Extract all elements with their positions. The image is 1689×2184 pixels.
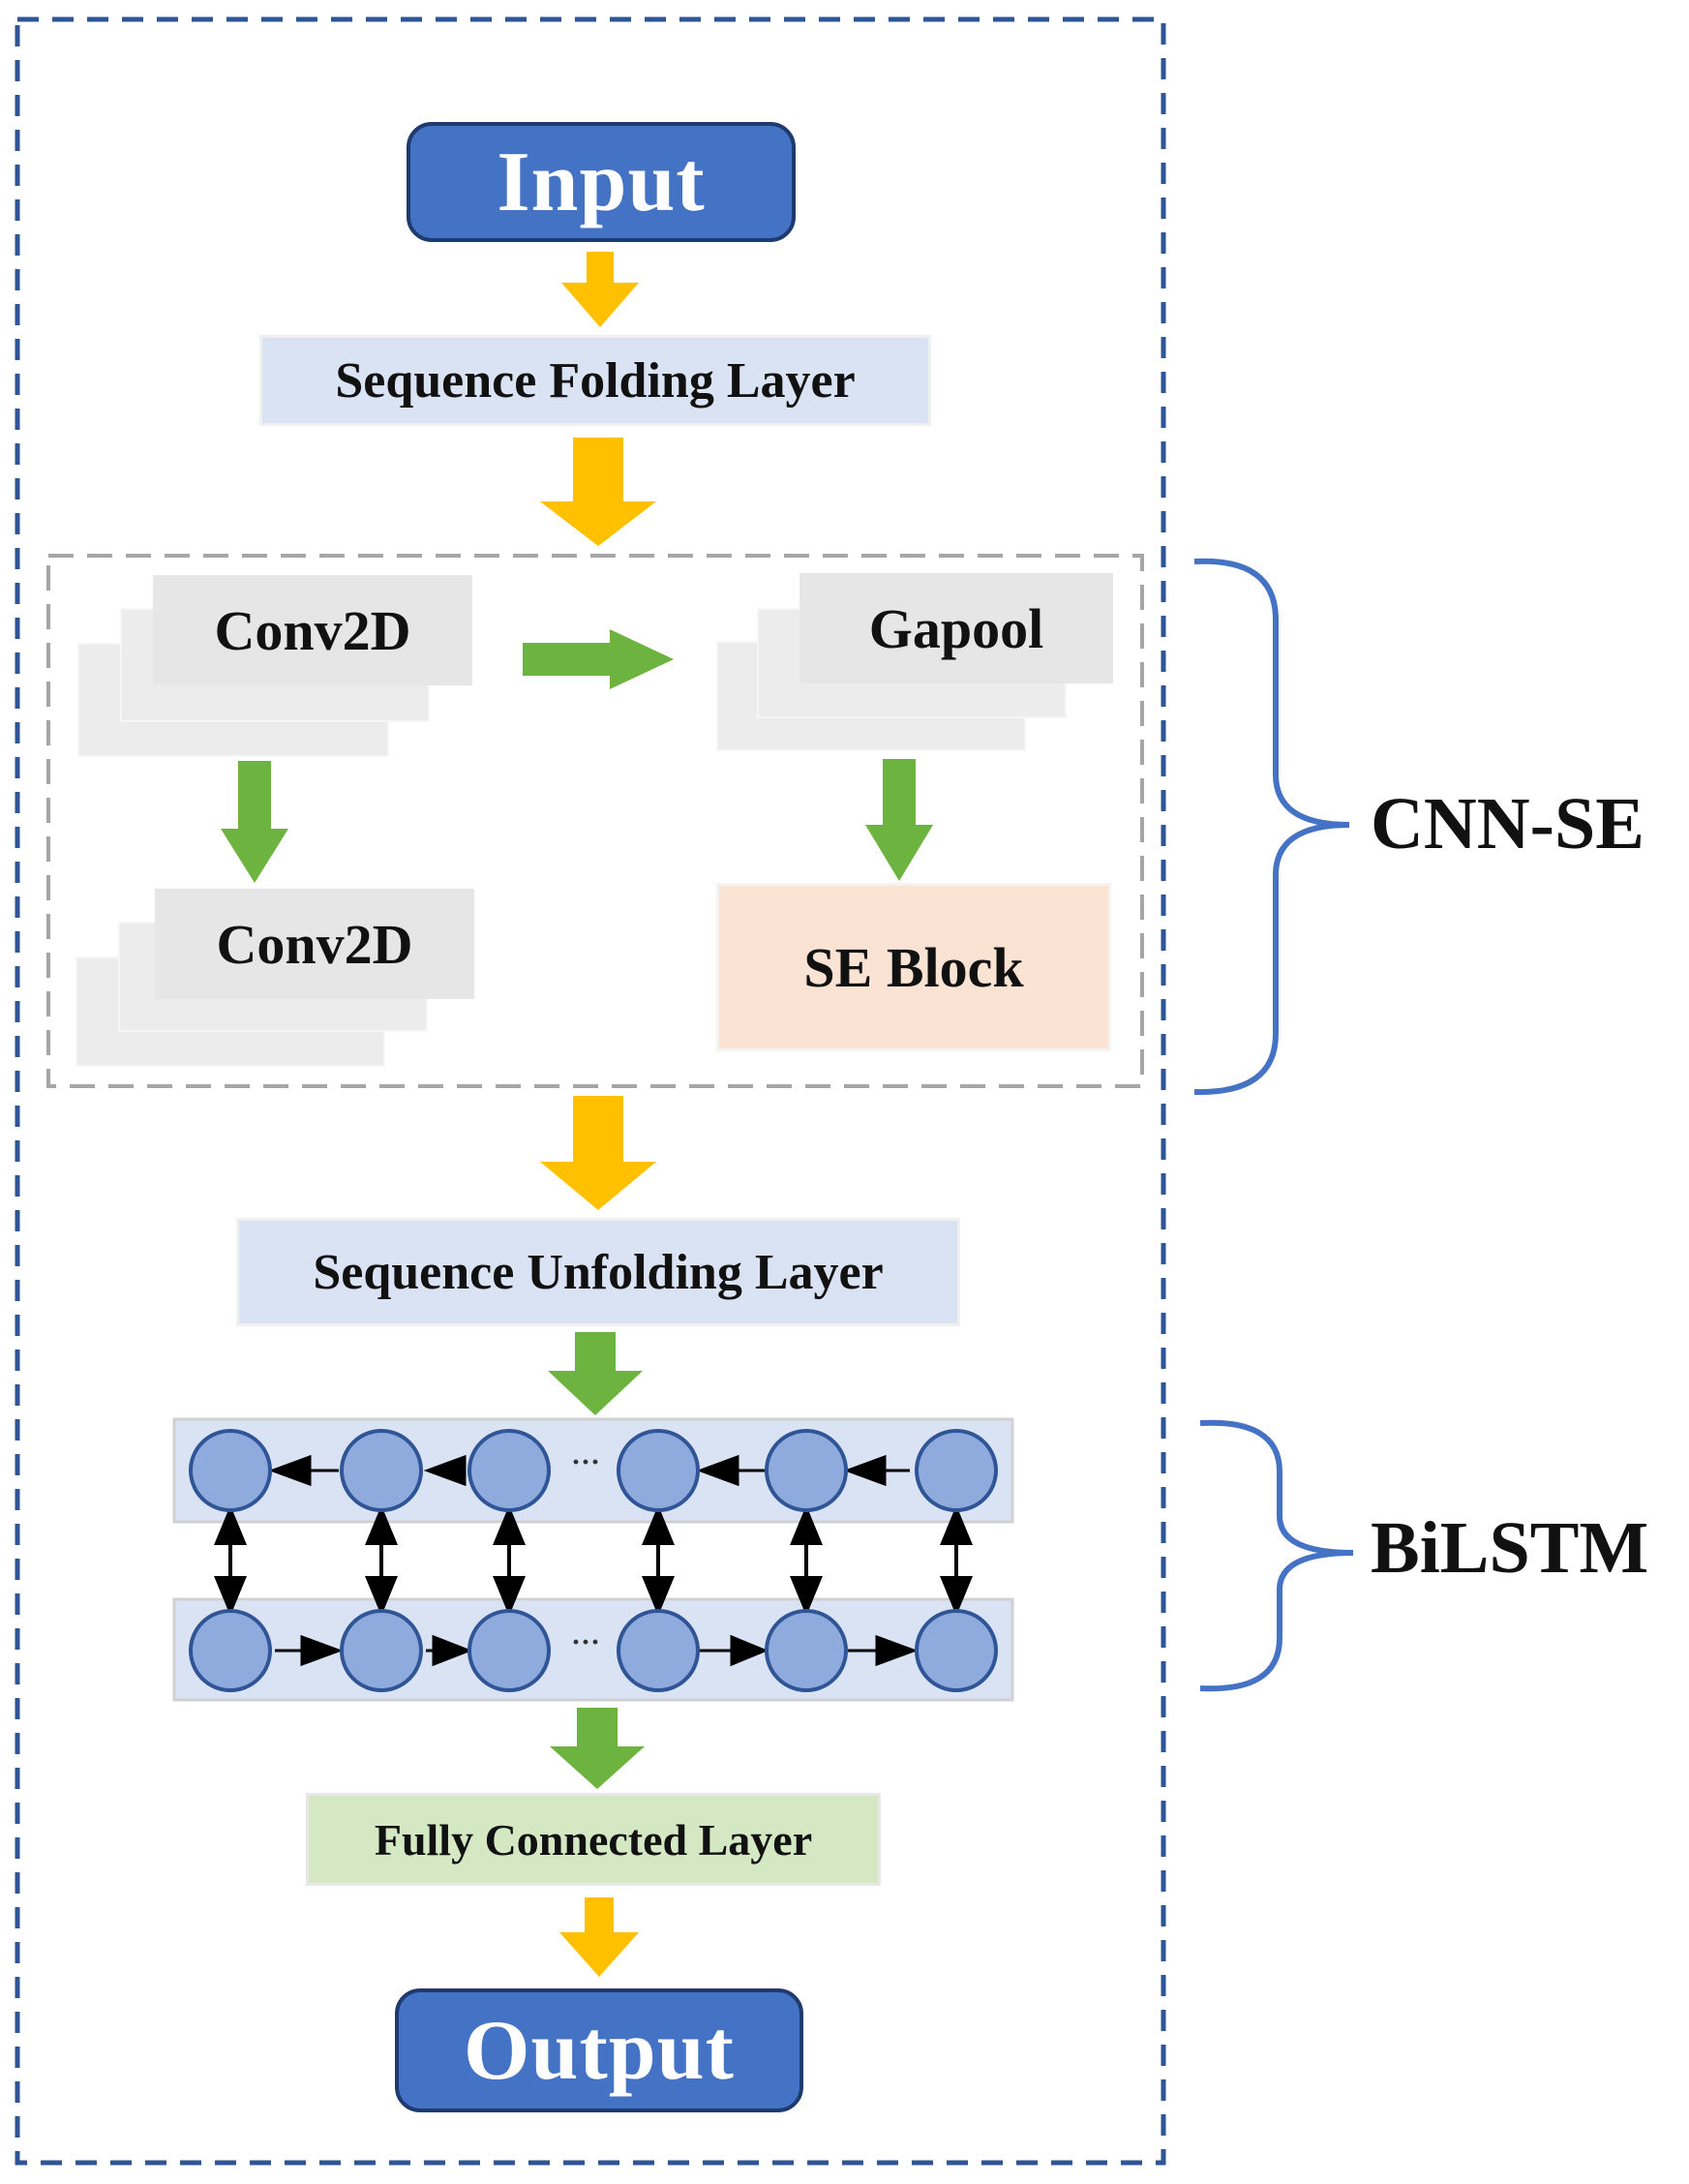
bilstm-label: BiLSTM — [1371, 1507, 1649, 1589]
green-arrow-bilstm-to-fc — [550, 1708, 645, 1789]
bilstm-brace — [1199, 1419, 1354, 1692]
bilstm-node — [617, 1609, 700, 1692]
conv2d-top-label: Conv2D — [214, 598, 411, 662]
green-arrow-conv-to-gapool — [523, 629, 674, 689]
bilstm-node — [340, 1609, 423, 1692]
yellow-arrow-folding-to-cnn — [540, 438, 656, 546]
bilstm-node — [915, 1609, 998, 1692]
fully-connected-label: Fully Connected Layer — [374, 1814, 813, 1865]
bilstm-node — [340, 1429, 423, 1512]
bilstm-node — [915, 1429, 998, 1512]
bilstm-node — [617, 1429, 700, 1512]
green-arrow-conv-to-conv — [221, 761, 288, 883]
input-label: Input — [497, 135, 706, 229]
bilstm-top-ellipsis: ··· — [570, 1446, 600, 1478]
se-block: SE Block — [716, 883, 1111, 1051]
conv2d-top: Conv2D — [153, 575, 472, 685]
input-node: Input — [407, 122, 796, 242]
se-block-label: SE Block — [803, 935, 1024, 999]
bilstm-node — [765, 1609, 848, 1692]
bilstm-bottom-ellipsis: ··· — [570, 1626, 600, 1658]
sequence-folding-layer: Sequence Folding Layer — [259, 335, 931, 426]
bilstm-node — [189, 1429, 272, 1512]
gapool: Gapool — [799, 573, 1113, 683]
green-arrow-unfolding-to-bilstm — [548, 1332, 643, 1415]
yellow-arrow-fc-to-output — [559, 1897, 639, 1977]
cnn-se-brace — [1193, 558, 1350, 1096]
fully-connected-layer: Fully Connected Layer — [306, 1793, 881, 1886]
yellow-arrow-cnn-to-unfolding — [540, 1096, 656, 1210]
sequence-folding-label: Sequence Folding Layer — [335, 352, 856, 409]
green-arrow-gapool-to-se — [865, 759, 933, 881]
sequence-unfolding-label: Sequence Unfolding Layer — [313, 1244, 884, 1300]
bilstm-node — [189, 1609, 272, 1692]
gapool-label: Gapool — [868, 596, 1044, 660]
sequence-unfolding-layer: Sequence Unfolding Layer — [236, 1218, 960, 1326]
conv2d-bottom-label: Conv2D — [216, 912, 413, 976]
bilstm-node — [467, 1609, 551, 1692]
output-node: Output — [395, 1988, 803, 2112]
bilstm-node — [765, 1429, 848, 1512]
cnn-se-label: CNN-SE — [1371, 783, 1644, 864]
bilstm-vertical-arrows — [214, 1504, 973, 1617]
conv2d-bottom: Conv2D — [155, 889, 474, 999]
output-label: Output — [464, 2003, 735, 2098]
yellow-arrow-input-to-folding — [561, 252, 639, 327]
bilstm-node — [467, 1429, 551, 1512]
